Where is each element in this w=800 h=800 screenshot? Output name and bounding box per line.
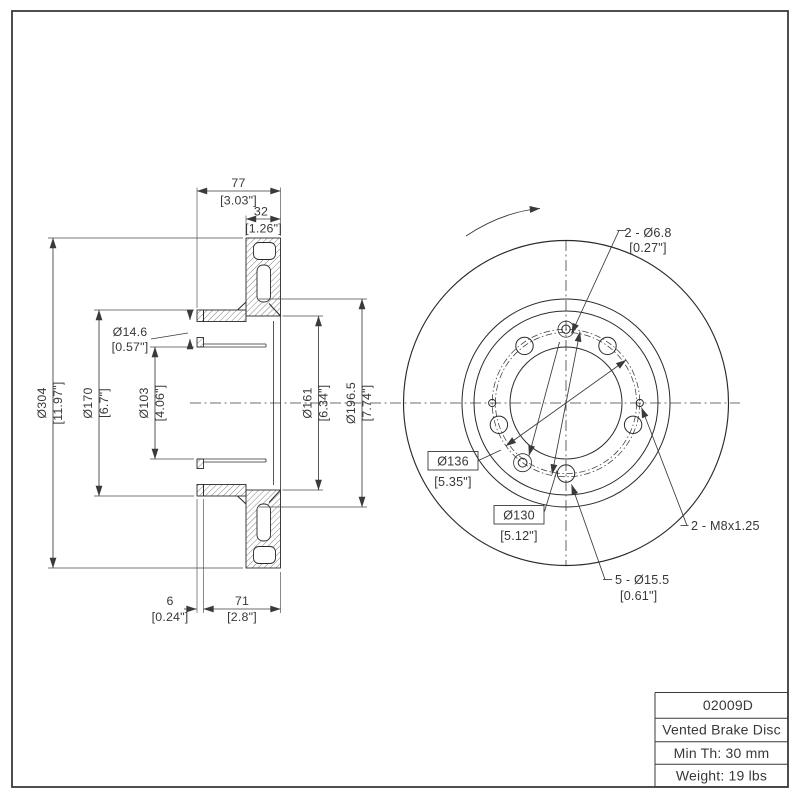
lug-hole xyxy=(515,336,534,356)
dim-flange-thickness-mm: 6 xyxy=(166,594,173,608)
thread-hole xyxy=(488,398,497,408)
vent-pocket xyxy=(253,242,276,260)
dim-hat-depth-mm: 71 xyxy=(235,594,249,608)
callout-lug-holes: 5 - Ø15.5 [0.61"] xyxy=(571,484,669,603)
front-view: 2 - Ø6.8 [0.27"] Ø136 [5.35"] Ø130 [5.12… xyxy=(402,206,760,603)
sheet-border xyxy=(11,10,789,788)
dim-bolt-circle-136-mm: Ø136 xyxy=(437,455,469,469)
dim-outer-diameter: Ø304 [11.97"] xyxy=(35,237,243,569)
thread-hole xyxy=(635,398,644,408)
dim-flange-hole: Ø14.6 [0.57"] xyxy=(112,309,194,354)
mounting-flange-section xyxy=(196,309,204,497)
dim-flange-thickness: 6 [0.24"] xyxy=(152,499,204,624)
dim-ring-width-mm: 32 xyxy=(254,205,268,219)
callout-thread-holes: 2 - M8x1.25 xyxy=(641,407,760,533)
dim-inner-diameter-in: [6.34"] xyxy=(317,385,331,422)
bolt-circle-136 xyxy=(491,328,641,478)
info-table: 02009D Vented Brake Disc Min Th: 30 mm W… xyxy=(654,692,788,788)
lug-hole xyxy=(598,336,617,356)
product-type: Vented Brake Disc xyxy=(662,722,781,738)
dim-bolt-circle-136-in: [5.35"] xyxy=(434,475,471,489)
dim-inner-diameter: Ø161 [6.34"] xyxy=(282,315,331,491)
dim-bolt-circle-130: Ø130 [5.12"] xyxy=(493,331,582,543)
callout-thread-holes-label: 2 - M8x1.25 xyxy=(691,519,760,533)
dim-hat-diameter: Ø170 [6.7"] xyxy=(81,309,194,497)
callout-lug-holes-line2: [0.61"] xyxy=(620,589,657,603)
small-hole-countersink xyxy=(513,453,532,473)
rotation-arrow xyxy=(465,206,541,237)
friction-ring-section xyxy=(245,237,281,569)
dim-inner-diameter-mm: Ø161 xyxy=(301,387,315,418)
dim-flange-hole-in: [0.57"] xyxy=(112,340,149,354)
center-bore-edges xyxy=(197,316,281,490)
dim-hat-depth-in: [2.8"] xyxy=(227,610,257,624)
dim-ring-width-in: [1.26"] xyxy=(245,222,282,236)
friction-inner-circle xyxy=(461,298,671,508)
dim-total-width: 77 [3.03"] xyxy=(196,176,281,308)
disc-outer-circle xyxy=(402,239,730,567)
dim-bolt-circle-130-mm: Ø130 xyxy=(503,509,535,523)
weight: Weight: 19 lbs xyxy=(676,768,767,784)
thread-holes xyxy=(488,398,644,408)
dim-bore-diameter-in: [4.06"] xyxy=(153,385,167,422)
vent-pocket xyxy=(253,546,276,564)
callout-small-holes: 2 - Ø6.8 [0.27"] xyxy=(528,226,671,456)
hat-circle xyxy=(473,310,659,496)
dim-hat-diameter-in: [6.7"] xyxy=(97,388,111,418)
dim-hat-diameter-mm: Ø170 xyxy=(81,387,95,418)
part-number: 02009D xyxy=(703,697,753,713)
dim-outer-diameter-in: [11.97"] xyxy=(51,382,65,425)
dim-total-width-in: [3.03"] xyxy=(220,194,257,208)
dim-total-width-mm: 77 xyxy=(231,176,245,190)
callout-small-holes-line2: [0.27"] xyxy=(629,241,666,255)
dim-bore-diameter-mm: Ø103 xyxy=(137,387,151,418)
vent-channel xyxy=(256,503,271,542)
dim-vent-diameter-mm: Ø196.5 xyxy=(344,382,358,424)
vent-channel xyxy=(256,264,271,303)
callout-small-holes-line1: 2 - Ø6.8 xyxy=(624,226,671,240)
dim-ring-width: 32 [1.26"] xyxy=(245,205,282,236)
dim-outer-diameter-mm: Ø304 xyxy=(35,387,49,418)
callout-lug-holes-line1: 5 - Ø15.5 xyxy=(615,573,669,587)
dim-vent-diameter: Ø196.5 [7.74"] xyxy=(259,298,374,508)
dim-flange-thickness-in: [0.24"] xyxy=(152,610,189,624)
section-view: 77 [3.03"] 32 [1.26"] Ø304 [11.97"] Ø170… xyxy=(35,176,740,624)
dim-flange-hole-mm: Ø14.6 xyxy=(113,325,148,339)
min-thickness: Min Th: 30 mm xyxy=(674,745,770,761)
dim-hat-depth: 71 [2.8"] xyxy=(203,572,281,624)
dim-bolt-circle-130-in: [5.12"] xyxy=(500,529,537,543)
small-hole xyxy=(517,457,528,468)
dim-vent-diameter-in: [7.74"] xyxy=(360,385,374,422)
